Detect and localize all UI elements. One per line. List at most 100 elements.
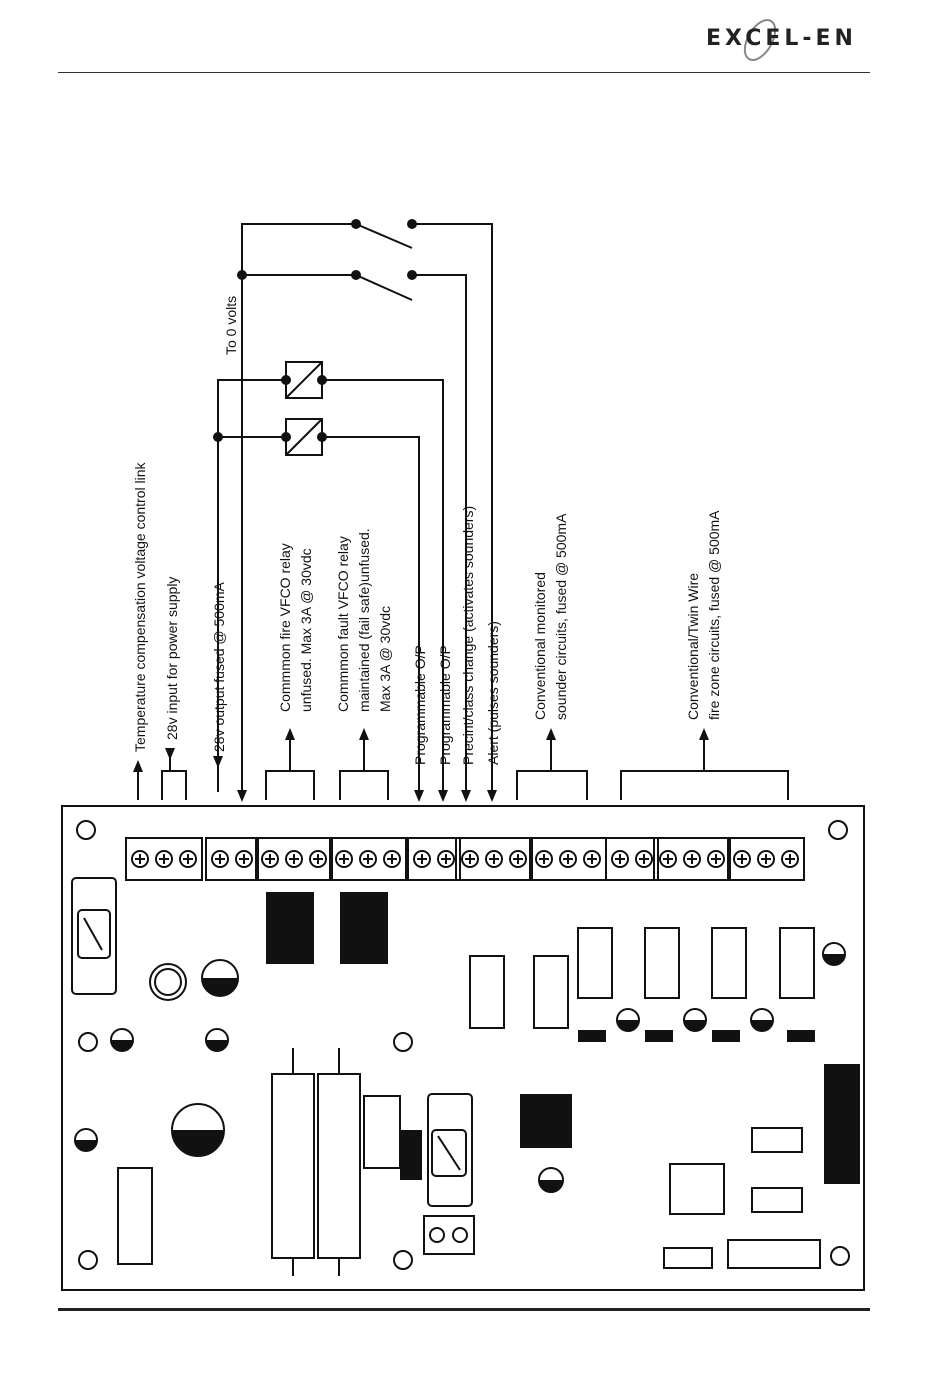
mount-hole-icon [78, 1250, 98, 1270]
diode-black [400, 1130, 422, 1180]
screw-slot [663, 854, 673, 864]
terminal-blocks [125, 837, 805, 881]
arrow-down-alert-icon [487, 790, 497, 802]
label-temp-comp: Temperature compensation voltage control… [132, 462, 148, 752]
screw-slot [215, 854, 225, 864]
terminal-block [255, 837, 333, 881]
screw-slot [785, 854, 795, 864]
label-to-0-volts: To 0 volts [223, 296, 239, 355]
arrow-up-sounder-icon [546, 728, 556, 740]
terminal-screw-icon [335, 850, 353, 868]
terminal-screw-icon [383, 850, 401, 868]
relay-coil-black [266, 892, 314, 964]
terminal-block [455, 837, 533, 881]
terminal-screw-icon [611, 850, 629, 868]
arrow-down-output-icon [213, 756, 223, 768]
sounder-bracket [516, 770, 588, 800]
screw-slot [513, 854, 523, 864]
relay-body [644, 927, 680, 999]
label-precint: Precint/class change (activates sounders… [460, 506, 476, 765]
terminal-screw-icon [583, 850, 601, 868]
ic-chip [663, 1247, 713, 1269]
screw-slot [711, 854, 721, 864]
logo-text: EXCEL-EN [706, 26, 857, 51]
resistor-body [317, 1073, 361, 1259]
relay-body [711, 927, 747, 999]
terminal-block [205, 837, 259, 881]
arrow-down-prog2-icon [438, 790, 448, 802]
wiring-lines [137, 223, 789, 800]
relay-coil-black [340, 892, 388, 964]
terminal-screw-icon [559, 850, 577, 868]
capacitor-fill [617, 1020, 639, 1031]
terminal-screw-icon [683, 850, 701, 868]
screw-slot [441, 854, 451, 864]
arrow-down-precint-icon [461, 790, 471, 802]
relay-body [469, 955, 505, 1029]
component-box [363, 1095, 401, 1169]
label-alert: Alert (pulses sounders) [485, 621, 501, 765]
transistor-black [520, 1094, 572, 1148]
arrow-down-prog1-icon [414, 790, 424, 802]
screw-slot [265, 854, 275, 864]
terminal-screw-icon [261, 850, 279, 868]
screw-slot [289, 854, 299, 864]
screw-slot [687, 854, 697, 864]
screw-slot [387, 854, 397, 864]
precint-switch [355, 274, 413, 301]
terminal-screw-icon [733, 850, 751, 868]
terminal-screw-icon [413, 850, 431, 868]
label-fire-relay-1: Commmon fire VFCO relay [277, 543, 293, 712]
terminal-screw-icon [309, 850, 327, 868]
terminal-block [605, 837, 659, 881]
connector-black [824, 1064, 860, 1184]
terminal-screw-icon [461, 850, 479, 868]
arrow-down-input-icon [165, 748, 175, 760]
label-prog-op-2: Programmable O/P [437, 645, 453, 765]
capacitor-fill [823, 954, 845, 965]
capacitor-fill [684, 1020, 706, 1031]
screw-slot [489, 854, 499, 864]
capacitor-fill [539, 1180, 563, 1192]
electrolytic-capacitors [74, 942, 846, 1193]
terminal-small [423, 1215, 475, 1255]
arrow-up-fault-icon [359, 728, 369, 740]
components [71, 877, 821, 1276]
output-28v-wire [217, 379, 286, 792]
terminal-screw-icon [757, 850, 775, 868]
filled-components [266, 892, 860, 1184]
relay-body [577, 927, 613, 999]
smd-icon [645, 1030, 673, 1042]
fault-relay-bracket [339, 770, 389, 800]
label-sounder-2: sounder circuits, fused @ 500mA [553, 513, 569, 720]
label-zone-1: Conventional/Twin Wire [685, 573, 701, 720]
label-zone-2: fire zone circuits, fused @ 500mA [706, 510, 722, 720]
screw-slot [587, 854, 597, 864]
label-fault-relay-1: Commmon fault VFCO relay [335, 536, 351, 712]
label-prog-op-1: Programmable O/P [412, 645, 428, 765]
terminal-screw-icon [155, 850, 173, 868]
terminal-block [329, 837, 407, 881]
capacitor-fill [202, 978, 238, 996]
terminal-block [727, 837, 805, 881]
ic-chip [751, 1127, 803, 1153]
screw-slot [339, 854, 349, 864]
precint-wire [412, 274, 467, 792]
screw-slot [737, 854, 747, 864]
arrow-up-zone-icon [699, 728, 709, 740]
relay-body [779, 927, 815, 999]
header-rule [58, 72, 870, 73]
capacitor-fill [75, 1140, 97, 1151]
screw-slot [563, 854, 573, 864]
terminal-screw-icon [659, 850, 677, 868]
terminal-block [125, 837, 203, 881]
capacitor-icon [149, 963, 187, 1001]
smd-icon [787, 1030, 815, 1042]
terminal-screw-icon [131, 850, 149, 868]
smd-icon [712, 1030, 740, 1042]
relay-body [533, 955, 569, 1029]
capacitor-fill [172, 1130, 224, 1156]
screw-slot [761, 854, 771, 864]
screw-slot [239, 854, 249, 864]
label-fault-relay-2: maintained (fail safe)unfused. [356, 528, 372, 712]
